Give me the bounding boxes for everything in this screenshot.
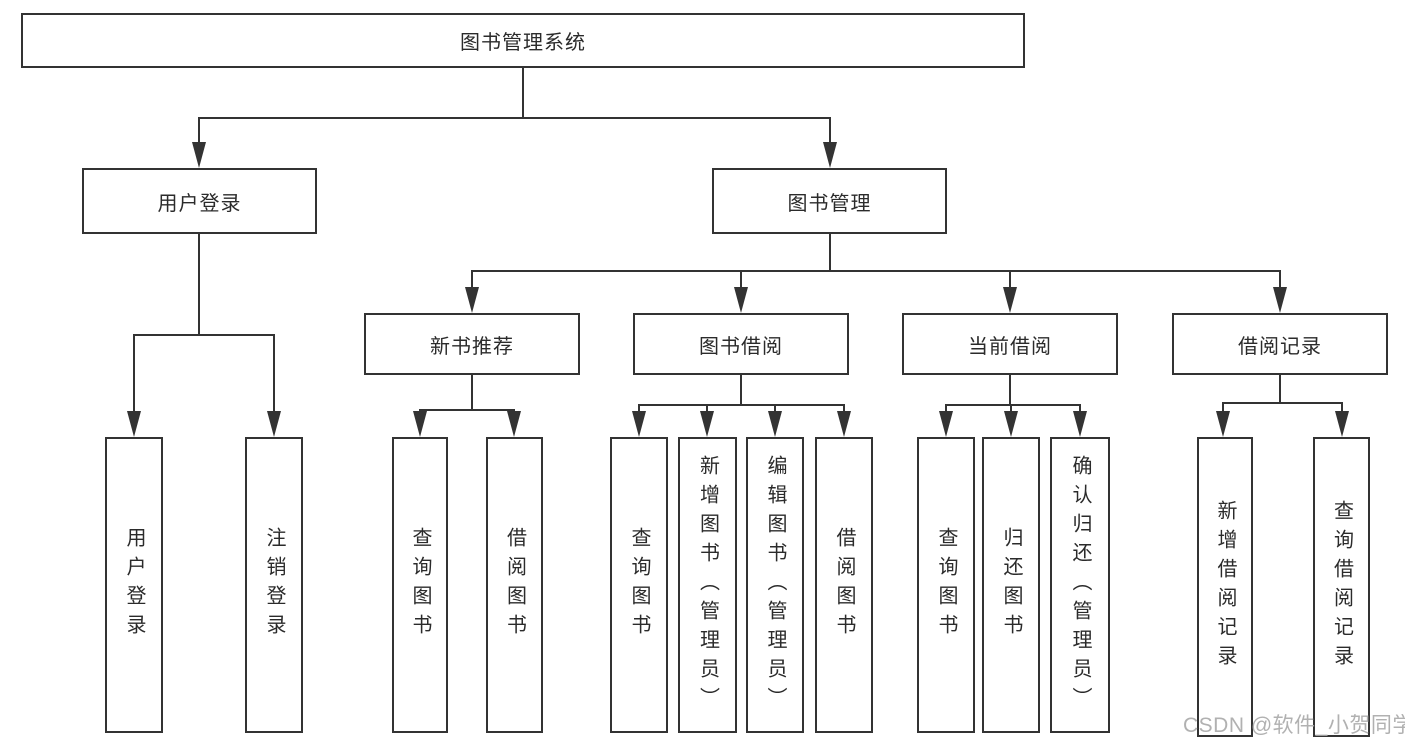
node-label: 用户登录 bbox=[123, 527, 145, 643]
connector-line bbox=[418, 408, 516, 412]
node-query-books-2: 查询图书 bbox=[610, 437, 668, 733]
connector-line bbox=[739, 373, 743, 407]
connector-line bbox=[1008, 373, 1012, 407]
node-book-management: 图书管理 bbox=[712, 168, 947, 234]
arrow-down-icon bbox=[733, 287, 748, 313]
arrow-shaft bbox=[197, 116, 201, 146]
connector-line bbox=[197, 232, 201, 337]
node-label: 新增图书（管理员） bbox=[696, 454, 719, 716]
arrow-shaft bbox=[1221, 401, 1225, 415]
connector-line bbox=[1221, 401, 1344, 405]
connector-line bbox=[637, 403, 846, 407]
connector-line bbox=[470, 269, 1282, 273]
arrow-down-icon bbox=[1002, 287, 1017, 313]
node-label: 图书管理 bbox=[787, 192, 872, 215]
arrow-down-icon bbox=[464, 287, 479, 313]
connector-line bbox=[197, 116, 832, 120]
connector-line bbox=[828, 232, 832, 273]
node-confirm-return-admin: 确认归还（管理员） bbox=[1050, 437, 1110, 733]
node-label: 借阅记录 bbox=[1238, 335, 1322, 358]
node-user-login-action: 用户登录 bbox=[105, 437, 163, 733]
arrow-shaft bbox=[773, 403, 777, 415]
node-query-borrow-record: 查询借阅记录 bbox=[1313, 437, 1370, 737]
node-borrow-books-2: 借阅图书 bbox=[815, 437, 873, 733]
node-return-books: 归还图书 bbox=[982, 437, 1040, 733]
arrow-shaft bbox=[1340, 401, 1344, 415]
arrow-down-icon bbox=[126, 411, 141, 437]
connector-line bbox=[521, 66, 525, 120]
node-add-borrow-record: 新增借阅记录 bbox=[1197, 437, 1253, 737]
arrow-shaft bbox=[828, 116, 832, 146]
node-label: 图书借阅 bbox=[699, 335, 783, 358]
arrow-down-icon bbox=[1334, 411, 1349, 437]
node-query-books-1: 查询图书 bbox=[392, 437, 448, 733]
node-borrow-books-1: 借阅图书 bbox=[486, 437, 543, 733]
arrow-shaft bbox=[470, 269, 474, 291]
node-label: 借阅图书 bbox=[833, 527, 855, 643]
node-query-books-3: 查询图书 bbox=[917, 437, 975, 733]
node-add-books-admin: 新增图书（管理员） bbox=[678, 437, 737, 733]
node-edit-books-admin: 编辑图书（管理员） bbox=[746, 437, 804, 733]
node-label: 查询图书 bbox=[409, 527, 431, 643]
arrow-shaft bbox=[1009, 403, 1013, 415]
node-label: 新书推荐 bbox=[430, 335, 514, 358]
arrow-shaft bbox=[1078, 403, 1082, 415]
node-label: 查询借阅记录 bbox=[1330, 500, 1353, 674]
arrow-down-icon bbox=[836, 411, 851, 437]
node-borrowing-records: 借阅记录 bbox=[1172, 313, 1388, 375]
node-label: 查询图书 bbox=[935, 527, 957, 643]
node-logout-action: 注销登录 bbox=[245, 437, 303, 733]
node-label: 用户登录 bbox=[157, 192, 242, 215]
arrow-down-icon bbox=[822, 142, 837, 168]
node-book-borrowing: 图书借阅 bbox=[633, 313, 849, 375]
connector-line bbox=[132, 333, 276, 337]
arrow-down-icon bbox=[1215, 411, 1230, 437]
arrow-down-icon bbox=[1003, 411, 1018, 437]
arrow-down-icon bbox=[1272, 287, 1287, 313]
node-label: 归还图书 bbox=[1000, 527, 1022, 643]
arrow-shaft bbox=[842, 403, 846, 415]
node-label: 图书管理系统 bbox=[460, 32, 586, 54]
node-label: 借阅图书 bbox=[503, 527, 526, 643]
arrow-shaft bbox=[637, 403, 641, 415]
arrow-down-icon bbox=[412, 411, 427, 437]
connector-line bbox=[470, 373, 474, 412]
arrow-shaft bbox=[705, 403, 709, 415]
arrow-shaft bbox=[1008, 269, 1012, 291]
arrow-down-icon bbox=[767, 411, 782, 437]
arrow-down-icon bbox=[938, 411, 953, 437]
arrow-down-icon bbox=[506, 411, 521, 437]
node-label: 新增借阅记录 bbox=[1214, 500, 1236, 674]
arrow-down-icon bbox=[266, 411, 281, 437]
arrow-down-icon bbox=[191, 142, 206, 168]
arrow-shaft bbox=[944, 403, 948, 415]
arrow-shaft bbox=[739, 269, 743, 291]
arrow-shaft bbox=[132, 333, 136, 415]
arrow-shaft bbox=[1278, 269, 1282, 291]
arrow-down-icon bbox=[1072, 411, 1087, 437]
node-label: 确认归还（管理员） bbox=[1069, 454, 1091, 716]
node-label: 当前借阅 bbox=[968, 335, 1052, 358]
connector-line bbox=[944, 403, 1082, 407]
arrow-shaft bbox=[272, 333, 276, 415]
node-label: 查询图书 bbox=[628, 527, 650, 643]
node-user-login: 用户登录 bbox=[82, 168, 317, 234]
node-new-book-recommend: 新书推荐 bbox=[364, 313, 580, 375]
watermark: CSDN @软件_小贺同学 bbox=[1183, 714, 1405, 737]
arrow-down-icon bbox=[631, 411, 646, 437]
node-label: 编辑图书（管理员） bbox=[764, 454, 786, 716]
arrow-down-icon bbox=[699, 411, 714, 437]
node-label: 注销登录 bbox=[263, 527, 285, 643]
node-current-borrowing: 当前借阅 bbox=[902, 313, 1118, 375]
node-system-root: 图书管理系统 bbox=[21, 13, 1025, 68]
connector-line bbox=[1278, 373, 1282, 405]
